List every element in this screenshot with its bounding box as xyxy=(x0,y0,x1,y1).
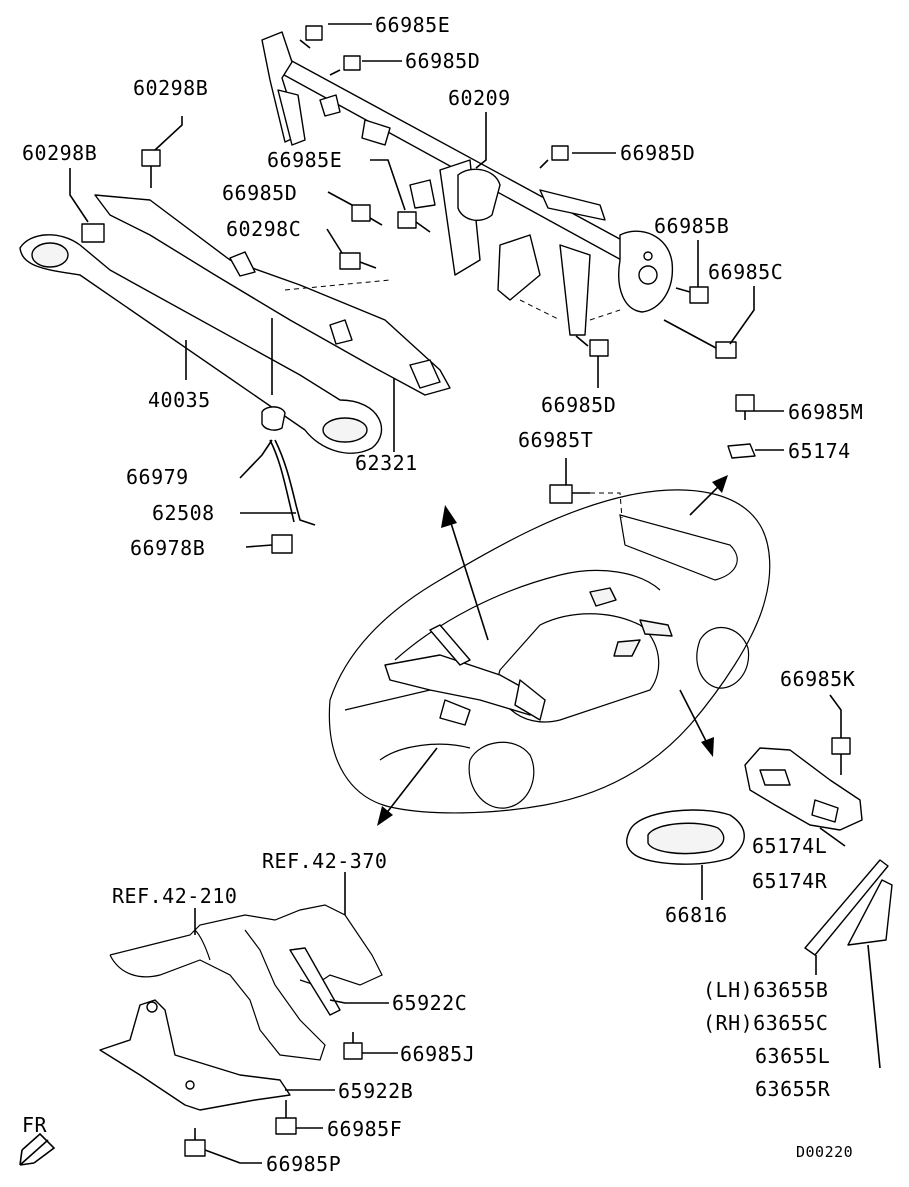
label-66985B: 66985B xyxy=(654,214,729,238)
label-ref-42-210: REF.42-210 xyxy=(112,884,237,908)
part-labels: 66985E 66985D 60209 60298B 60298B 66985D… xyxy=(22,13,863,1176)
bolt-icon-66985K xyxy=(831,737,851,775)
label-66985F: 66985F xyxy=(327,1117,402,1141)
label-60298C: 60298C xyxy=(226,217,301,241)
label-65922B: 65922B xyxy=(338,1079,413,1103)
bolt-icon-66985J xyxy=(343,1032,363,1060)
leader-lines xyxy=(69,23,881,1164)
label-65174L: 65174L xyxy=(752,834,827,858)
bolt-icon-66985D-low xyxy=(575,335,609,357)
bracket-65174L xyxy=(744,747,863,831)
steering-support-beam xyxy=(261,31,674,336)
bolt-icon-66985D-top xyxy=(329,55,361,76)
bolt-icon-60298B-2 xyxy=(81,223,105,243)
nut-icon-66978B xyxy=(271,534,293,554)
bolt-icon-66985C xyxy=(663,319,737,359)
clip-icon-65174 xyxy=(727,443,756,459)
label-66979: 66979 xyxy=(126,465,189,489)
label-66985D-low: 66985D xyxy=(541,393,616,417)
label-62321: 62321 xyxy=(355,451,418,475)
bolt-icon-66985M xyxy=(735,394,755,420)
label-66985D-right: 66985D xyxy=(620,141,695,165)
bolt-icon-66985T xyxy=(549,484,623,519)
label-63655B: (LH)63655B xyxy=(703,978,828,1002)
label-65174: 65174 xyxy=(788,439,851,463)
label-66985M: 66985M xyxy=(788,400,863,424)
label-63655C: (RH)63655C xyxy=(703,1011,828,1035)
bolt-icon-66985B xyxy=(675,286,709,304)
front-direction-icon xyxy=(19,1132,56,1166)
bolt-icon-66985F xyxy=(275,1100,297,1135)
bolt-icon-66985P xyxy=(184,1128,206,1157)
diagram-code: D00220 xyxy=(796,1143,853,1161)
floor-panels xyxy=(99,904,383,1111)
label-66985K: 66985K xyxy=(780,667,855,691)
bolt-icon-66985E-mid xyxy=(397,211,431,233)
bracket-62508 xyxy=(261,406,316,526)
cover-66816 xyxy=(626,809,745,865)
label-66985E-top: 66985E xyxy=(375,13,450,37)
label-66985E-mid: 66985E xyxy=(267,148,342,172)
label-66978B: 66978B xyxy=(130,536,205,560)
label-62508: 62508 xyxy=(152,501,215,525)
bolt-icon-66985E xyxy=(299,25,323,49)
bolt-icon-66985D-right xyxy=(539,145,569,169)
label-66816: 66816 xyxy=(665,903,728,927)
label-65922C: 65922C xyxy=(392,991,467,1015)
garnish-63655 xyxy=(804,859,893,956)
label-63655L: 63655L xyxy=(755,1044,830,1068)
bolt-icon-66985D-mid xyxy=(351,204,383,226)
label-66985J: 66985J xyxy=(400,1042,475,1066)
label-40035: 40035 xyxy=(148,388,211,412)
bolt-icon-60298B xyxy=(141,149,161,188)
label-ref-42-370: REF.42-370 xyxy=(262,849,387,873)
label-66985D-mid: 66985D xyxy=(222,181,297,205)
front-crossmember xyxy=(19,194,451,454)
label-60298B-b: 60298B xyxy=(22,141,97,165)
nut-icon-60298C xyxy=(339,252,377,270)
label-fr: FR xyxy=(22,1113,48,1137)
label-66985T: 66985T xyxy=(518,428,593,452)
label-60209: 60209 xyxy=(448,86,511,110)
label-65174R: 65174R xyxy=(752,869,828,893)
label-60298B-a: 60298B xyxy=(133,76,208,100)
label-66985D-top: 66985D xyxy=(405,49,480,73)
direction-arrows xyxy=(377,475,728,826)
car-body-outline xyxy=(328,489,771,814)
label-66985C: 66985C xyxy=(708,260,783,284)
label-63655R: 63655R xyxy=(755,1077,831,1101)
label-66985P: 66985P xyxy=(266,1152,341,1176)
